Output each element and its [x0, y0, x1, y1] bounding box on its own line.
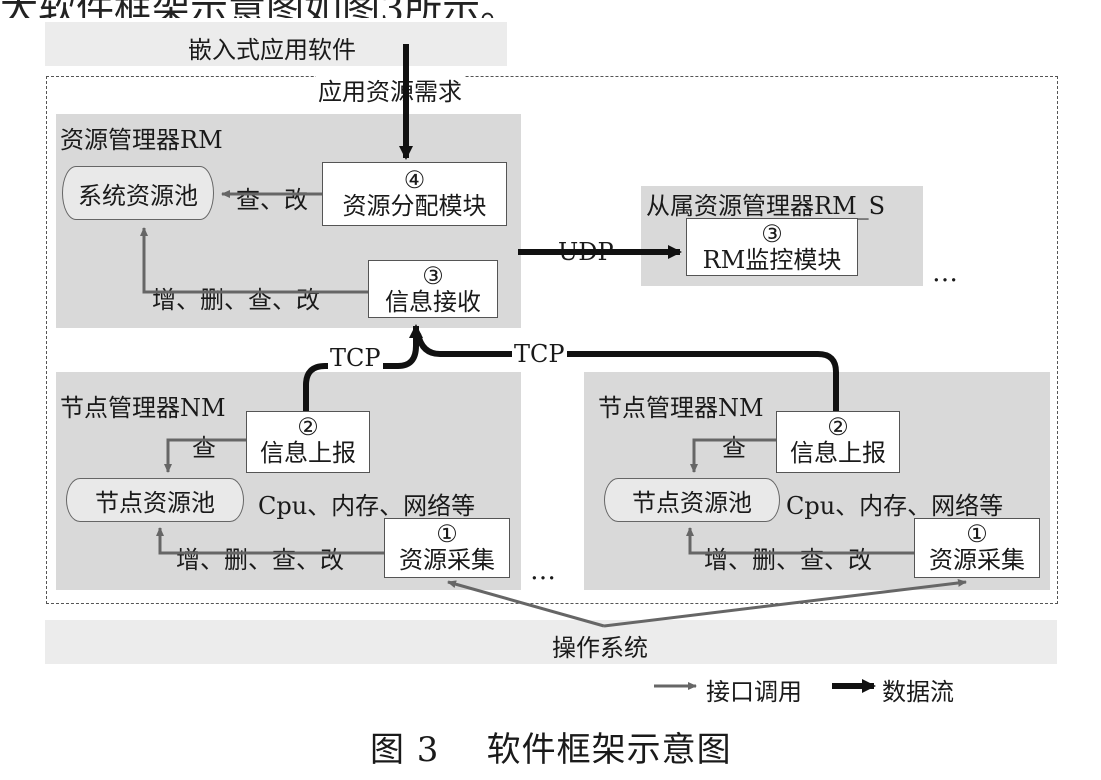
legend-interface-label: 接口调用: [706, 678, 802, 706]
nm-right-collect-label: 资源采集: [929, 546, 1025, 575]
nm-left-collect-label: 资源采集: [399, 546, 495, 575]
system-boundary: [46, 76, 1058, 604]
alloc-module-label: 资源分配模块: [342, 192, 487, 221]
nm-left-resource-pool: 节点资源池: [66, 478, 244, 522]
nm-left-resource-pool-label: 节点资源池: [95, 488, 215, 517]
nm-left-report-number: ②: [297, 413, 319, 441]
rms-title: 从属资源管理器RM_S: [646, 192, 886, 220]
nm-right-collect-arrow: [686, 527, 914, 555]
nm-right-resource-pool-label: 节点资源池: [632, 488, 752, 517]
rm-monitor-number: ③: [761, 220, 783, 248]
rm-monitor-label: RM监控模块: [702, 246, 842, 275]
alloc-module: ④ 资源分配模块: [322, 162, 507, 226]
nm-left-report-label: 信息上报: [260, 439, 356, 468]
os-to-left-collect-arrow: [447, 580, 605, 628]
embedded-app-band: [45, 22, 507, 66]
recv-to-pool-arrow: [140, 227, 368, 294]
cut-off-text: 大软件框架示意图如图3所示。: [0, 0, 1101, 18]
nm-right-report-label: 信息上报: [790, 439, 886, 468]
tcp-left-label: TCP: [328, 344, 383, 372]
tcp-right-arrow: [415, 333, 839, 411]
nm-left-query-arrow: [164, 438, 246, 473]
tcp-right-label: TCP: [512, 340, 567, 368]
os-label: 操作系统: [552, 634, 648, 662]
rms-ellipsis: …: [932, 258, 958, 288]
nm-right-report-number: ②: [827, 413, 849, 441]
nm-left-crud-label: 增、删、查、改: [176, 546, 344, 574]
system-resource-pool: 系统资源池: [62, 166, 214, 220]
nm-left-collect-number: ①: [436, 520, 458, 548]
rm-title: 资源管理器RM: [60, 126, 223, 154]
nm-right-collect-number: ①: [966, 520, 988, 548]
os-band: [45, 620, 1057, 664]
nm-right-resource-pool: 节点资源池: [604, 478, 780, 522]
nm-right-query-arrow: [690, 438, 776, 473]
info-receive-label: 信息接收: [385, 288, 481, 317]
nm-ellipsis: …: [530, 556, 556, 586]
rm-monitor-module: ③ RM监控模块: [686, 218, 858, 276]
nm-left-report-module: ② 信息上报: [246, 411, 370, 473]
nm-right-crud-label: 增、删、查、改: [704, 546, 872, 574]
legend-dataflow-label: 数据流: [882, 678, 954, 706]
nm-right-title: 节点管理器NM: [598, 394, 764, 422]
rm-query-modify-label: 查、改: [236, 186, 308, 214]
nm-left-title: 节点管理器NM: [60, 394, 226, 422]
embedded-app-label: 嵌入式应用软件: [188, 36, 356, 64]
info-receive-module: ③ 信息接收: [368, 260, 498, 318]
nm-left-resources-label: Cpu、内存、网络等: [258, 492, 476, 520]
info-receive-number: ③: [422, 262, 444, 290]
system-resource-pool-label: 系统资源池: [78, 181, 198, 210]
nm-right-resources-label: Cpu、内存、网络等: [786, 492, 1004, 520]
os-to-right-collect-arrow: [603, 578, 967, 628]
nm-right-collect-module: ① 资源采集: [914, 518, 1040, 578]
app-request-label: 应用资源需求: [316, 72, 464, 107]
nm-right-report-module: ② 信息上报: [776, 411, 900, 473]
nm-left-collect-module: ① 资源采集: [384, 518, 510, 578]
figure-caption: 图 3 软件框架示意图: [370, 730, 732, 770]
alloc-module-number: ④: [403, 166, 426, 194]
nm-left-collect-arrow: [156, 527, 384, 555]
